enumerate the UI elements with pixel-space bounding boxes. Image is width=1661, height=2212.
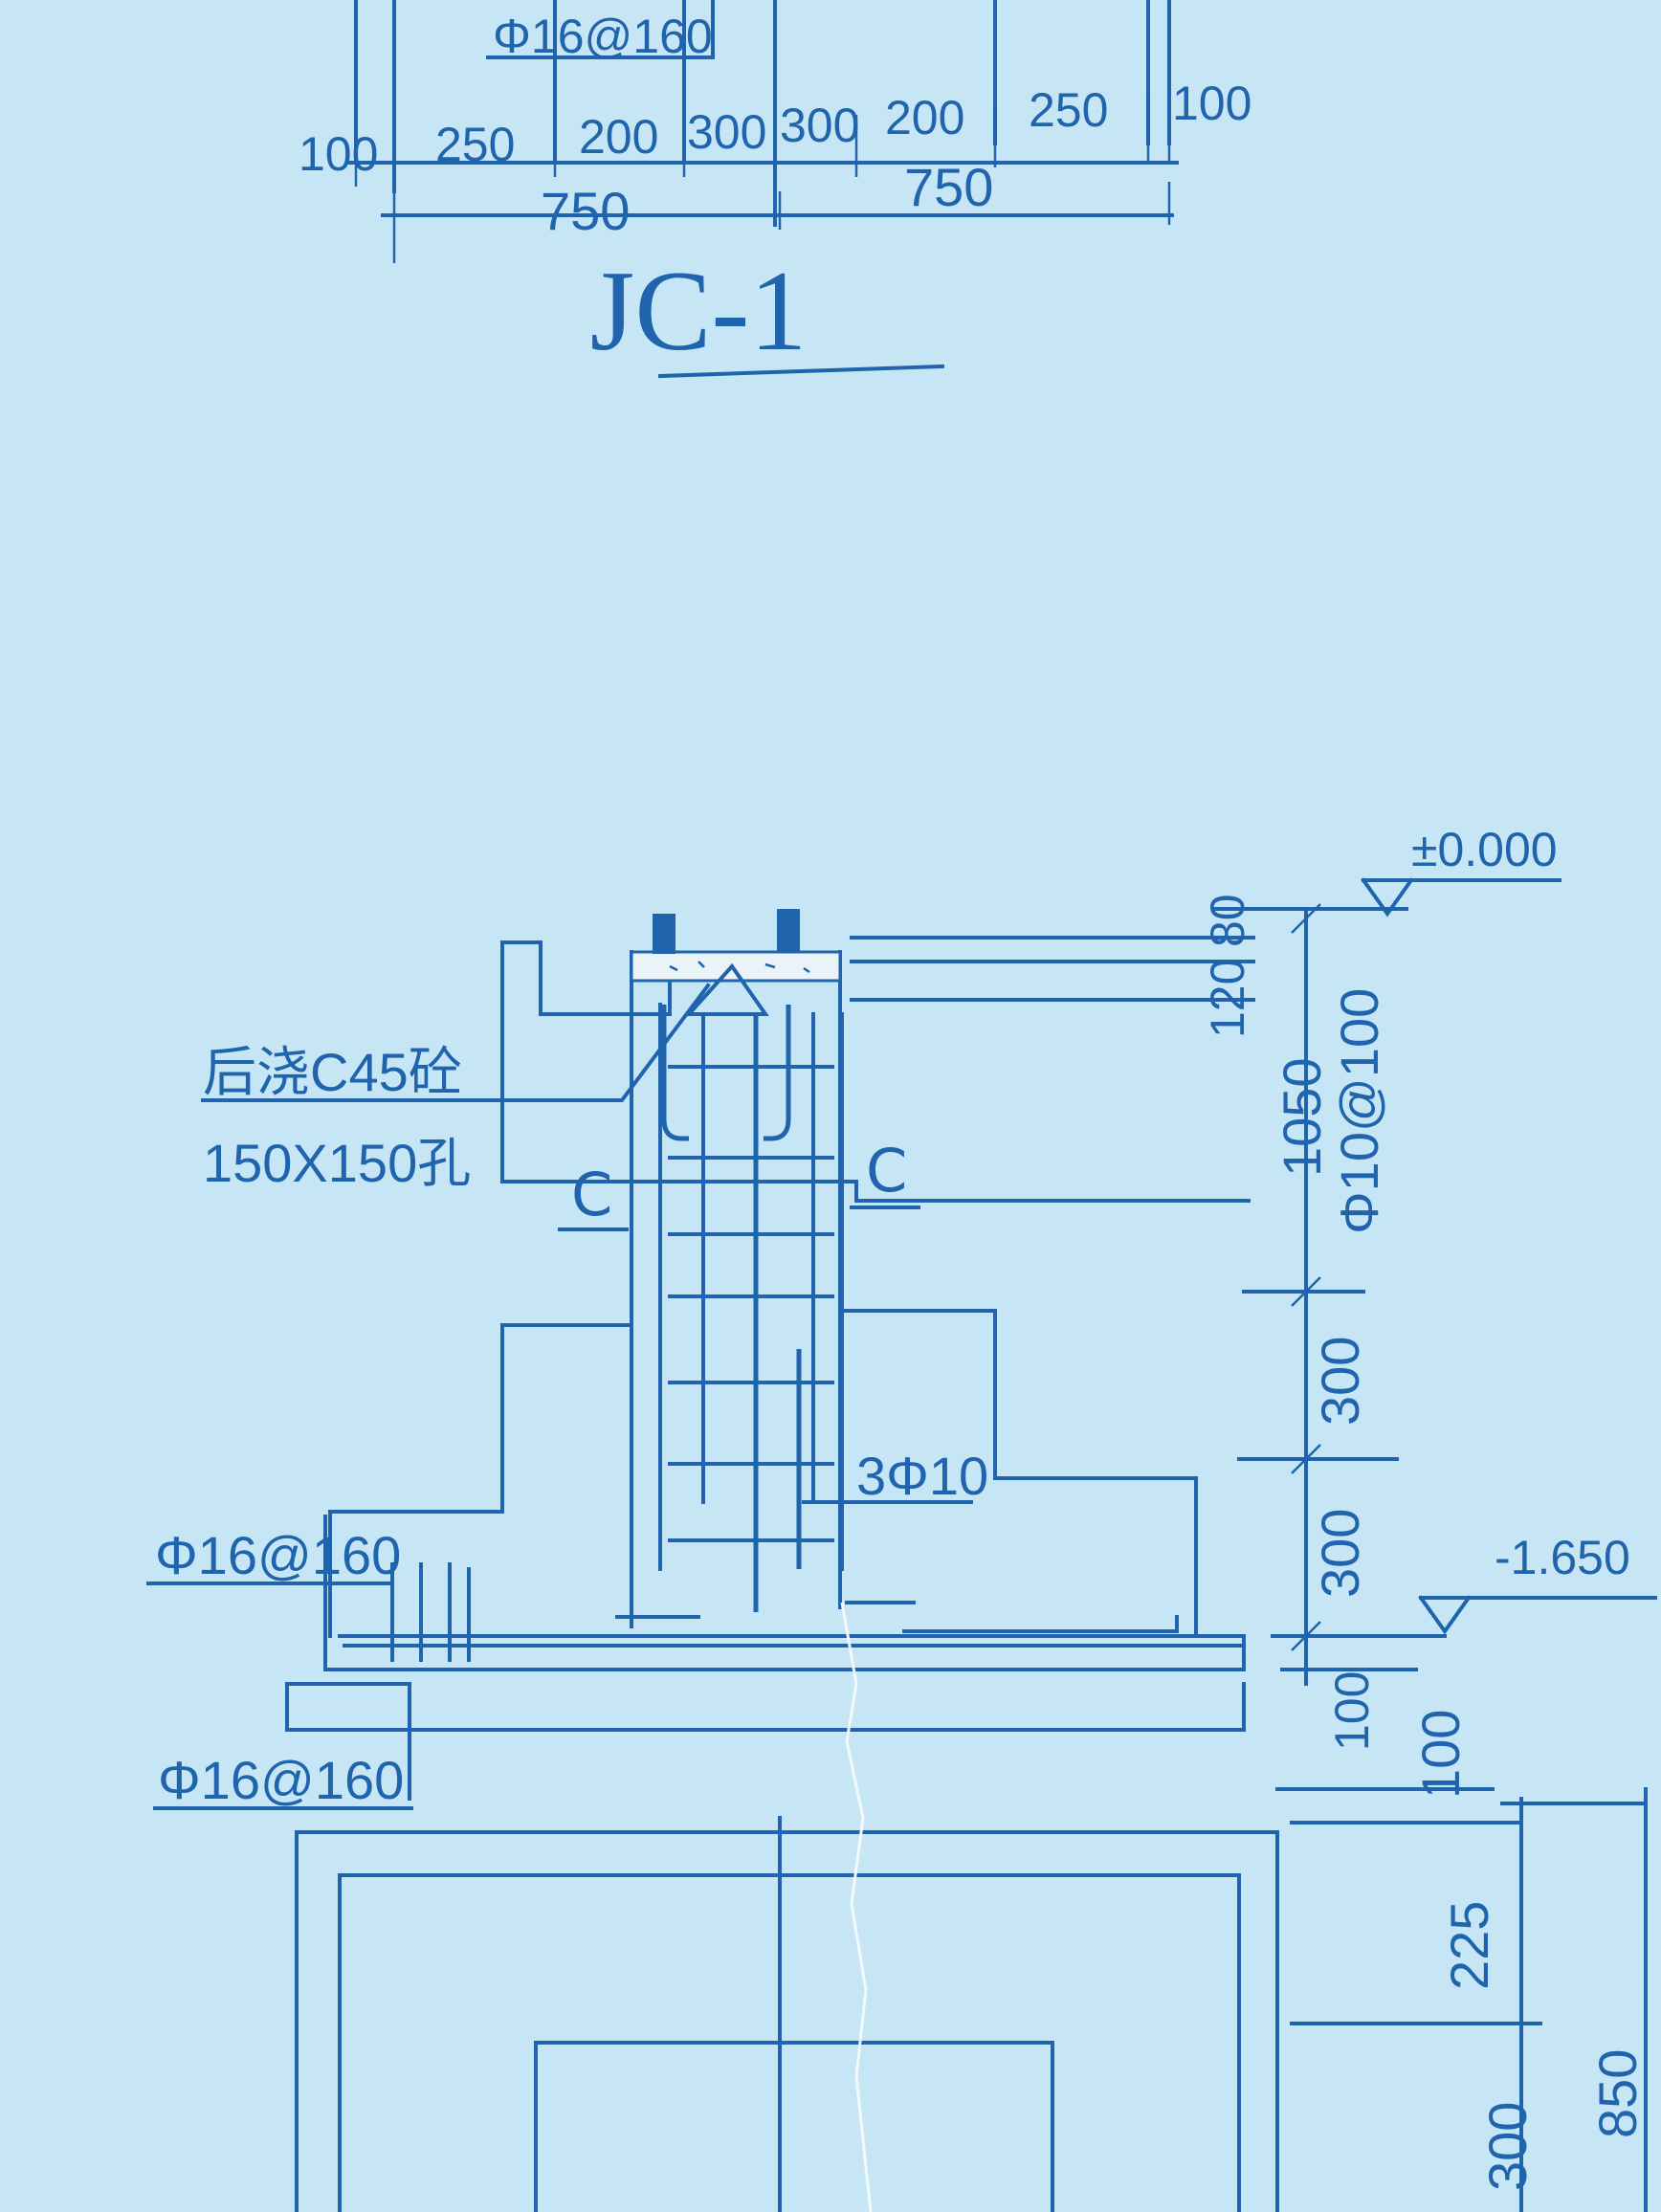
grout-note: 后浇C45砼 [203, 1042, 462, 1102]
cut-marker-left: C [571, 1160, 612, 1229]
foundation-base [285, 1515, 1246, 1801]
dim-100-left: 100 [299, 127, 378, 181]
dim-225: 225 [1439, 1901, 1499, 1990]
dim-300-a: 300 [1310, 1337, 1370, 1426]
elevation-top: ±0.000 [1411, 823, 1558, 876]
dim-120: 120 [1201, 959, 1254, 1038]
dim-200-right: 200 [885, 91, 964, 144]
grout-note-leader [201, 983, 711, 1102]
paper-crack [840, 1602, 873, 2212]
jc1-rebar-label: Φ16@160 [493, 10, 713, 63]
dim-100-right: 100 [1172, 77, 1251, 130]
stirrup-label: Φ10@100 [1329, 988, 1389, 1234]
dim-300-c: 300 [1477, 2102, 1538, 2191]
dim-200-left: 200 [579, 110, 658, 164]
elevation-top-marker [1361, 877, 1561, 918]
stirrup-cage [615, 1003, 1179, 1633]
dim-80: 80 [1201, 894, 1254, 947]
detail-title: JC-1 [590, 247, 808, 374]
dim-750-right: 750 [904, 157, 993, 217]
dim-100-a: 100 [1325, 1671, 1379, 1751]
dim-300-left: 300 [687, 105, 766, 159]
dim-1050: 1050 [1272, 1057, 1332, 1177]
rebar-bottom-left: Φ16@160 [158, 1750, 404, 1810]
elevation-bottom: -1.650 [1495, 1531, 1630, 1584]
rebar-top-left: Φ16@160 [155, 1525, 401, 1585]
top-leaders [850, 936, 1255, 1002]
grout-pocket [630, 950, 842, 1016]
dim-250-left: 250 [435, 118, 515, 171]
rebar-center: 3Φ10 [856, 1446, 988, 1506]
dim-850-line [1500, 1787, 1648, 2212]
anchor-bolts [653, 909, 800, 1141]
dim-300-right: 300 [780, 99, 859, 152]
dim-750-left: 750 [541, 181, 630, 241]
right-dimension-chain [1213, 903, 1447, 1686]
elevation-bottom-marker [1418, 1595, 1657, 1635]
lower-plan [295, 1787, 1542, 2212]
jc1-plan-fragment [347, 0, 1179, 263]
dim-300-b: 300 [1310, 1509, 1370, 1598]
hole-note: 150X150孔 [203, 1133, 471, 1193]
dim-850: 850 [1587, 2049, 1648, 2138]
cut-marker-right: C [866, 1136, 907, 1206]
dim-100-b: 100 [1410, 1710, 1471, 1799]
dim-250-right: 250 [1029, 83, 1108, 137]
detail-title-underline [657, 364, 945, 379]
